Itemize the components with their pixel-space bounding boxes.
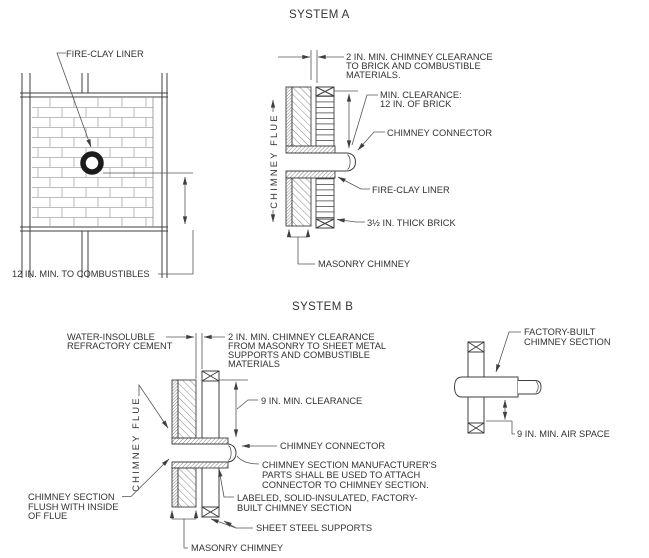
clearance-b-line3: SUPPORTS AND COMBUSTIBLE	[228, 350, 370, 360]
cement-line2: REFRACTORY CEMENT	[67, 341, 173, 351]
brick-label: 3½ IN. THICK BRICK	[367, 218, 456, 228]
clearance-a-line3: MATERIALS.	[346, 70, 401, 80]
dimension-2in-b	[166, 333, 225, 379]
min-clearance-line2: 12 IN. OF BRICK	[380, 99, 452, 109]
min-clearance-line1: MIN. CLEARANCE:	[380, 90, 462, 100]
factory-chimney-section-pipe	[453, 376, 519, 398]
connector-label-b: CHIMNEY CONNECTOR	[280, 441, 385, 451]
flue-leader-b	[138, 383, 169, 429]
clearance-b-line4: MATERIALS	[228, 359, 280, 369]
labeled-line2: BUILT CHIMNEY SECTION	[237, 503, 352, 513]
dimension-2in-a	[278, 50, 344, 83]
connector-label-a: CHIMNEY CONNECTOR	[387, 128, 492, 138]
system-b-section: CHIMNEY FLUE WATER-INSOLUBLE REFRACT	[28, 332, 437, 553]
flush-leader	[122, 458, 170, 497]
chimney-connector-pipe-b	[172, 443, 237, 463]
manufacturer-line1: CHIMNEY SECTION MANUFACTURER'S	[262, 460, 437, 470]
connector-leader-a	[357, 131, 385, 151]
pipe-end-cap-b	[228, 445, 232, 461]
system-a-section: CHIMNEY FLUE 2 IN. MIN. CHIMNEY C	[269, 50, 493, 269]
liner-band-bottom	[285, 170, 336, 179]
flush-line2: FLUSH WITH INSIDE	[28, 502, 118, 512]
supports-leader-2	[223, 520, 237, 529]
dimension-12in	[158, 176, 194, 275]
connector-stub-pipe	[518, 380, 542, 395]
clearance-a-line2: TO BRICK AND COMBUSTIBLE	[346, 61, 481, 71]
flush-line3: OF FLUE	[28, 511, 67, 521]
factory-leader	[495, 331, 521, 373]
support-strip	[467, 341, 485, 434]
factory-line1: FACTORY-BUILT	[524, 327, 596, 337]
fire-clay-liner-ring	[80, 151, 104, 175]
system-b-detail: FACTORY-BUILT CHIMNEY SECTION 9 IN. MIN.…	[453, 327, 611, 439]
supports-label: SHEET STEEL SUPPORTS	[256, 523, 372, 533]
liner-band-top	[285, 145, 336, 154]
clearance-b-line2: FROM MASONRY TO SHEET METAL	[228, 341, 386, 351]
brick-column	[315, 86, 335, 229]
nine-in-label: 9 IN. MIN. CLEARANCE	[261, 396, 362, 406]
liner-leader-a	[337, 176, 370, 190]
pipe-end-cap	[347, 154, 351, 170]
system-a-elevation: FIRE-CLAY LINER 12 IN. MIN. TO COMBUSTIB…	[12, 49, 194, 279]
section-band-top	[171, 437, 229, 445]
stub-end-cap	[535, 381, 539, 393]
system-b-title: SYSTEM B	[292, 301, 353, 313]
masonry-bracket-a	[286, 229, 315, 265]
dimension-9in	[219, 379, 258, 438]
support-column	[201, 370, 220, 518]
system-a-title: SYSTEM A	[289, 9, 350, 21]
chimney-connector-pipe-a	[286, 152, 357, 172]
air-space-label: 9 IN. MIN. AIR SPACE	[517, 429, 610, 439]
dimension-12in-brick	[334, 90, 378, 149]
brick-leader	[336, 218, 365, 223]
labeled-line1: LABELED, SOLID-INSULATED, FACTORY-	[237, 493, 418, 503]
dimension-air-space	[486, 399, 515, 435]
factory-line2: CHIMNEY SECTION	[524, 337, 611, 347]
labeled-leader	[218, 468, 234, 498]
chimney-flue-label-b: CHIMNEY FLUE	[131, 396, 141, 491]
combustibles-label: 12 IN. MIN. TO COMBUSTIBLES	[12, 269, 150, 279]
clearance-b-line1: 2 IN. MIN. CHIMNEY CLEARANCE	[228, 332, 375, 342]
manufacturer-leader	[236, 455, 260, 465]
flush-line1: CHIMNEY SECTION	[28, 492, 115, 502]
fire-clay-liner-label: FIRE-CLAY LINER	[66, 49, 144, 59]
manufacturer-line2: PARTS SHALL BE USED TO ATTACH	[262, 470, 420, 480]
chimney-flue-label-a: CHIMNEY FLUE	[269, 113, 279, 208]
masonry-walls-b	[171, 379, 197, 508]
masonry-label-a: MASONRY CHIMNEY	[318, 259, 410, 269]
clearance-a-line1: 2 IN. MIN. CHIMNEY CLEARANCE	[346, 52, 493, 62]
supports-leader-1	[210, 518, 253, 529]
cement-line1: WATER-INSOLUBLE	[67, 332, 155, 342]
liner-leader-arrow	[56, 52, 92, 148]
masonry-label-b: MASONRY CHIMNEY	[191, 543, 283, 553]
section-band-bottom	[171, 461, 229, 469]
liner-label-a: FIRE-CLAY LINER	[372, 185, 450, 195]
manufacturer-line3: CONNECTOR TO CHIMNEY SECTION.	[262, 480, 429, 490]
masonry-bracket-b	[169, 510, 199, 549]
